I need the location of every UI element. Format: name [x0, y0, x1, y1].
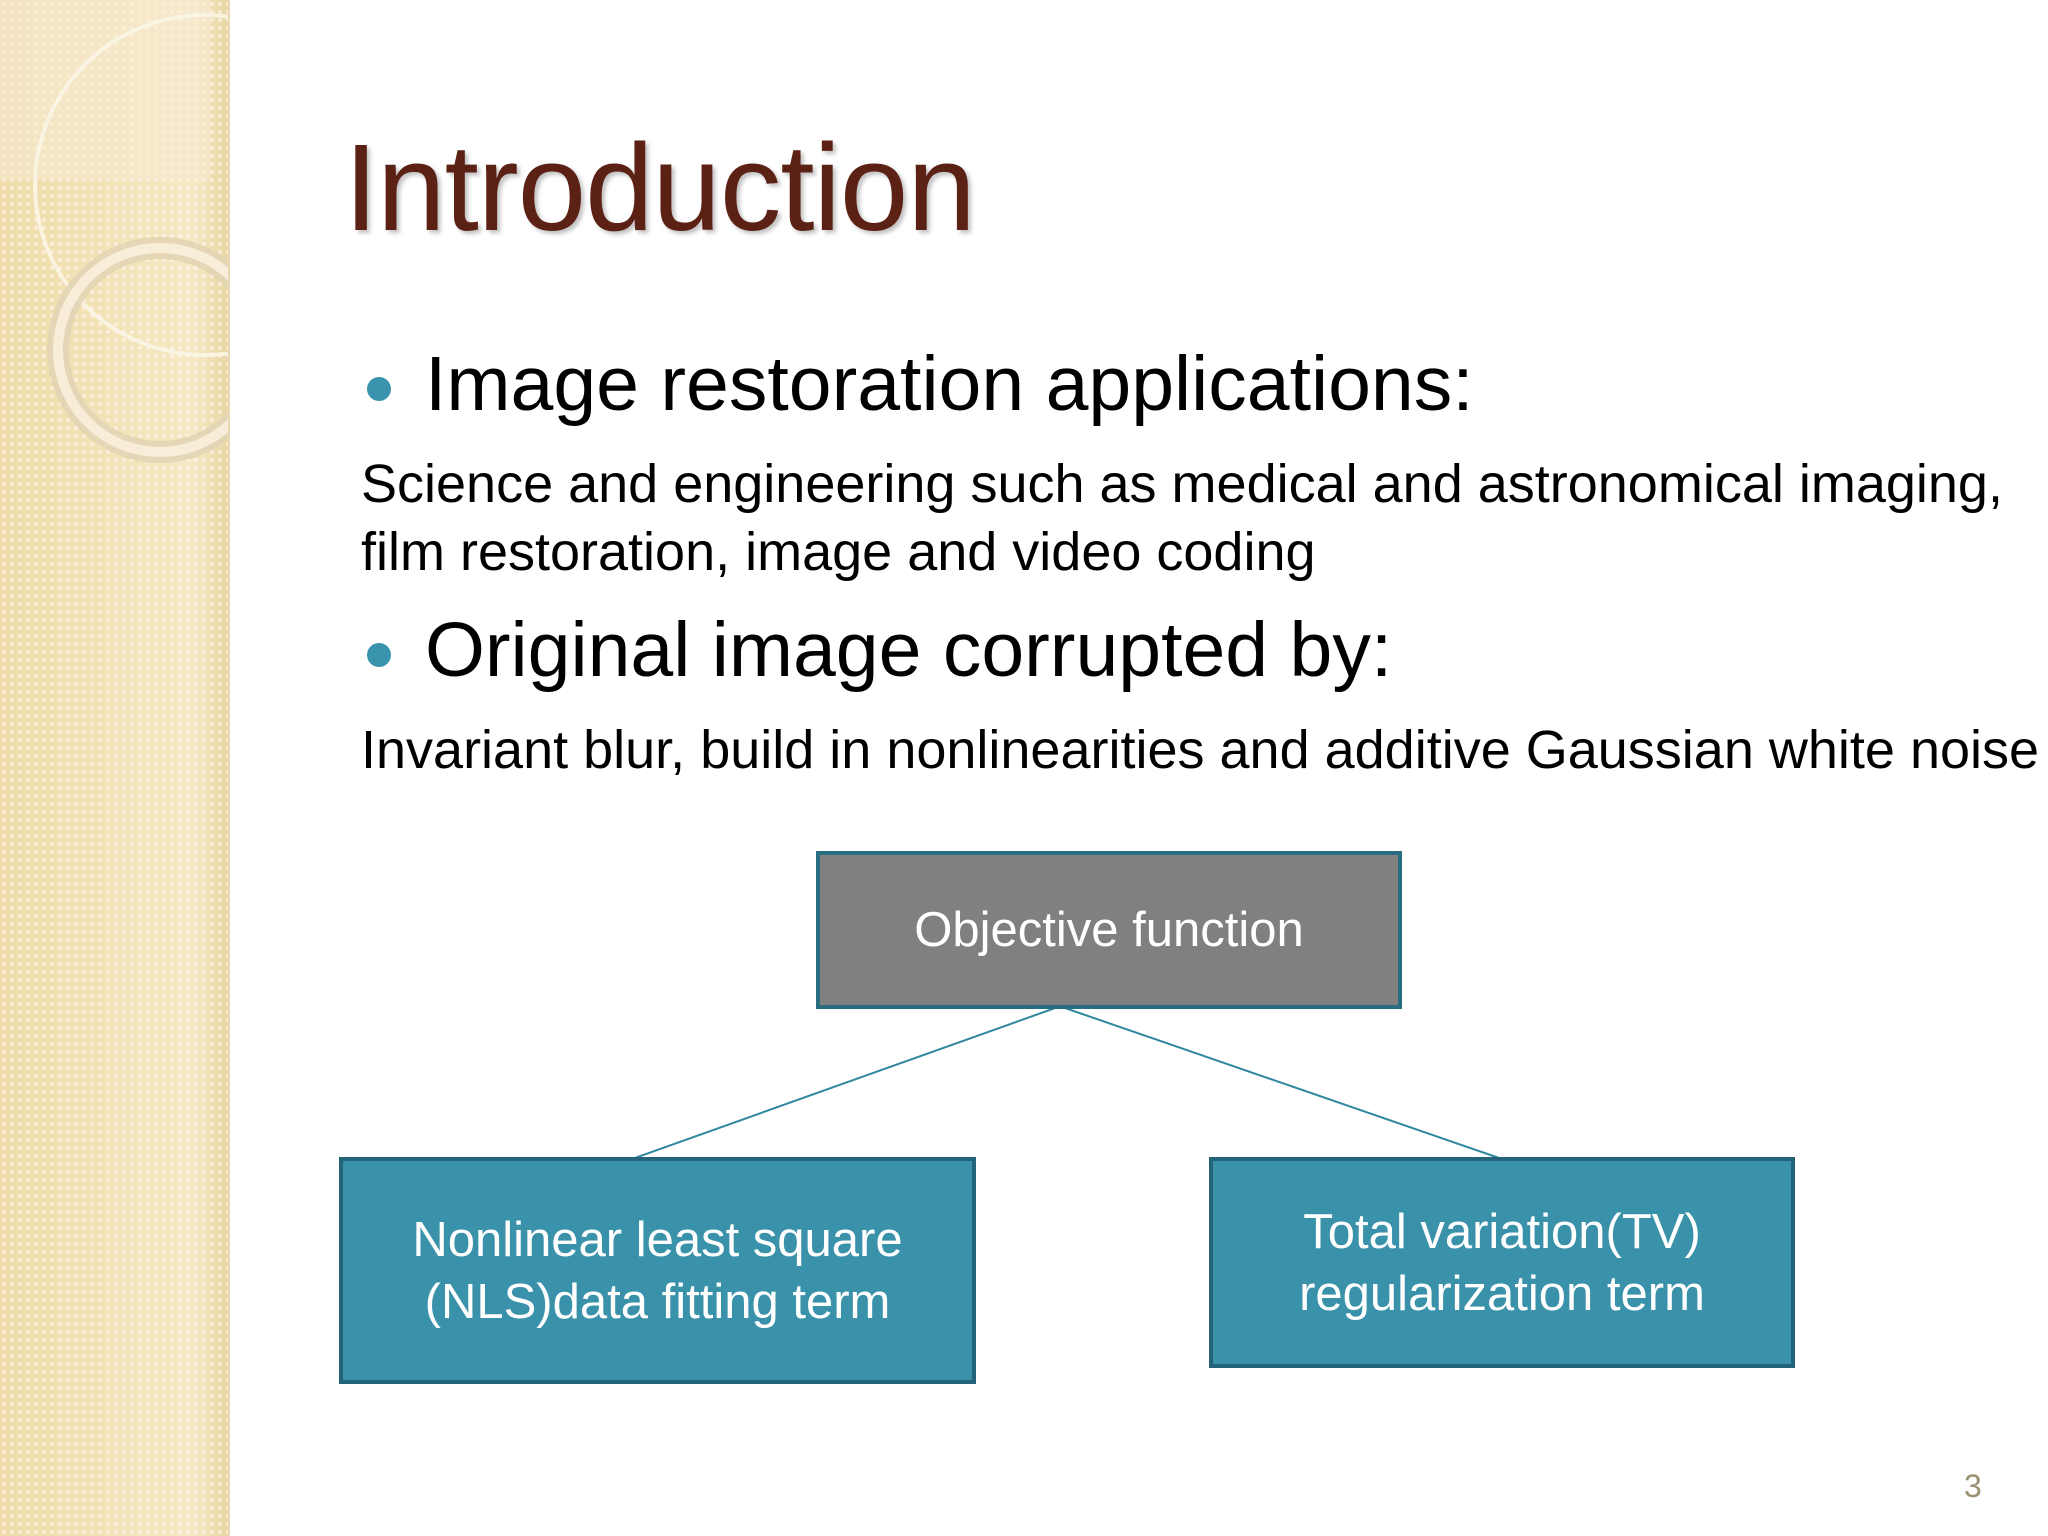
slide-title: Introduction — [344, 120, 976, 257]
bullet-body-2: Invariant blur, build in nonlinearities … — [361, 720, 2040, 780]
bullet-body-1: Science and engineering such as medical … — [361, 454, 2003, 582]
nls-term-box: Nonlinear least square (NLS)data fitting… — [339, 1157, 976, 1384]
tv-term-label: Total variation(TV) regularization term — [1299, 1204, 1705, 1321]
tv-term-box: Total variation(TV) regularization term — [1209, 1157, 1795, 1368]
page-number: 3 — [1964, 1468, 1982, 1504]
objective-function-box: Objective function — [816, 851, 1402, 1009]
bullet-heading-1: Image restoration applications: — [425, 341, 1474, 427]
decorative-rings — [0, 0, 228, 463]
nls-term-label: Nonlinear least square (NLS)data fitting… — [412, 1212, 903, 1329]
objective-function-label: Objective function — [914, 903, 1304, 957]
connector-right — [1061, 1006, 1503, 1160]
bullet-dot-1 — [367, 377, 391, 401]
bullet-heading-2: Original image corrupted by: — [425, 607, 1393, 693]
side-decoration-band — [0, 0, 230, 1536]
bullet-dot-2 — [367, 643, 391, 667]
connector-left — [631, 1006, 1059, 1160]
